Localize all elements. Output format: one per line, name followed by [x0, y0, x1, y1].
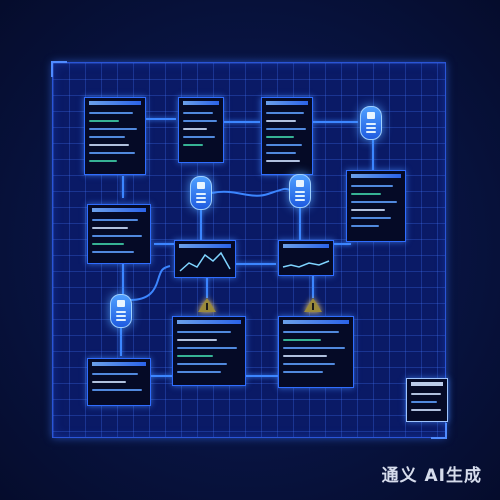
document-panel	[346, 170, 406, 242]
document-node-icon	[360, 106, 382, 140]
document-panel	[87, 358, 151, 406]
connector	[200, 210, 202, 240]
connector	[122, 264, 124, 294]
connector	[206, 276, 208, 298]
watermark: 通义 AI生成	[381, 466, 482, 486]
document-node-icon	[289, 174, 311, 208]
line-chart-panel	[278, 240, 334, 276]
connector	[120, 328, 122, 356]
connector	[146, 118, 176, 120]
connector	[224, 121, 260, 123]
connector	[299, 208, 301, 240]
document-node-icon	[110, 294, 132, 328]
connector	[150, 375, 172, 377]
document-panel	[178, 97, 224, 163]
document-panel	[87, 204, 151, 264]
document-panel	[172, 316, 246, 386]
connector	[154, 243, 174, 245]
connector	[122, 176, 124, 198]
document-node-icon	[190, 176, 212, 210]
connector	[333, 243, 351, 245]
connector	[372, 138, 374, 172]
document-panel	[84, 97, 146, 175]
connector	[246, 375, 278, 377]
connector	[312, 121, 358, 123]
document-panel	[261, 97, 313, 175]
warning-triangle-icon	[304, 298, 322, 312]
connector	[312, 276, 314, 298]
warning-triangle-icon	[198, 298, 216, 312]
line-chart-panel	[174, 240, 236, 278]
legend-panel	[406, 378, 448, 422]
document-panel	[278, 316, 354, 388]
connector	[236, 263, 276, 265]
